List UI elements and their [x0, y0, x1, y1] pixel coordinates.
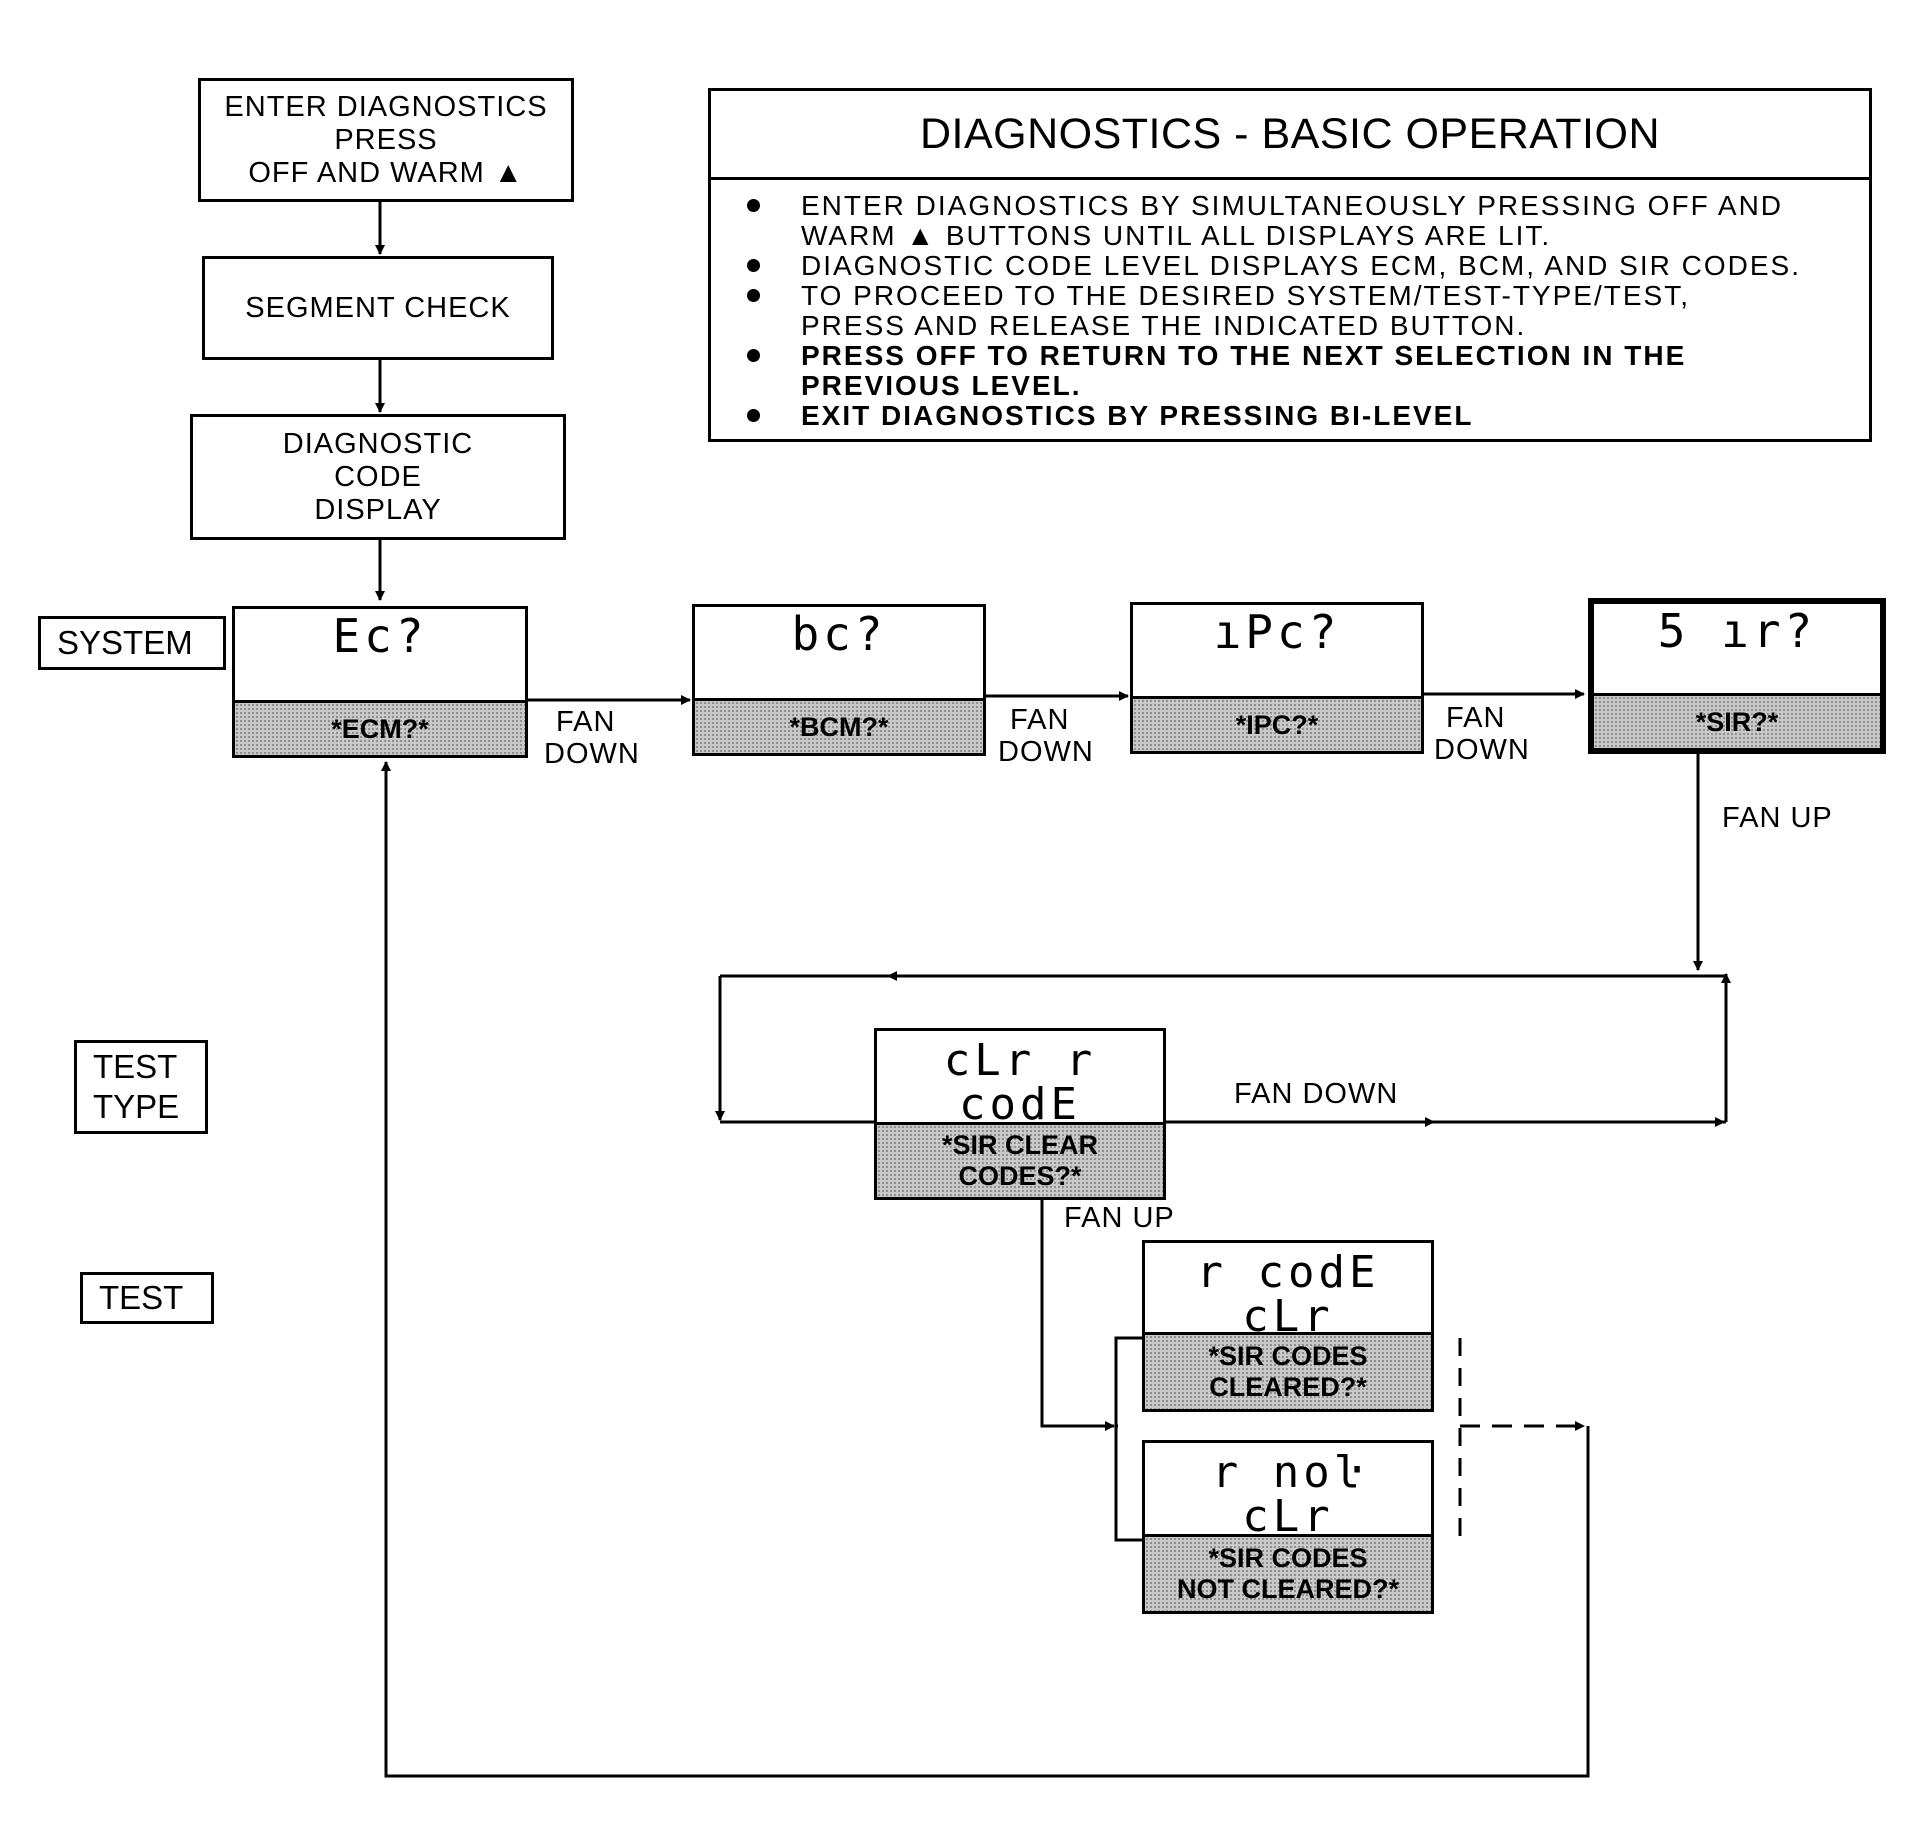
bullet-line: PRESS AND RELEASE THE INDICATED BUTTON. — [801, 310, 1527, 341]
display-codes-cleared-caption-2: CLEARED?* — [1209, 1372, 1367, 1402]
display-codes-not-cleared-caption-2: NOT CLEARED?* — [1177, 1574, 1399, 1604]
display-sir-caption: *SIR?* — [1695, 706, 1779, 737]
bullet-item: EXIT DIAGNOSTICS BY PRESSING BI-LEVEL — [741, 401, 1849, 431]
label-bcm-fan: FAN — [1010, 704, 1070, 736]
bullet-dot-icon — [747, 199, 760, 212]
bullet-line: PRESS OFF TO RETURN TO THE NEXT SELECTIO… — [801, 340, 1687, 371]
bullet-line: ENTER DIAGNOSTICS BY SIMULTANEOUSLY PRES… — [801, 190, 1784, 221]
system-label: SYSTEM — [57, 624, 193, 661]
diag-code-line-3: DISPLAY — [314, 493, 442, 526]
display-ipc-caption-area: *IPC?* — [1133, 696, 1421, 751]
label-ipc-fan: FAN — [1446, 702, 1506, 734]
display-ipc: ıPc? *IPC?* — [1130, 602, 1424, 754]
level-label-test: TEST — [80, 1272, 214, 1324]
display-sir-clear-segment-1: cLr r — [943, 1035, 1097, 1086]
label-clear-fan-up: FAN UP — [1064, 1202, 1175, 1234]
label-sir-fan-up: FAN UP — [1722, 802, 1833, 834]
display-ipc-segment: ıPc? — [1213, 605, 1341, 659]
display-codes-not-cleared-caption-area: *SIR CODES NOT CLEARED?* — [1145, 1534, 1431, 1611]
segment-check-label: SEGMENT CHECK — [245, 291, 511, 324]
enter-line-3: OFF AND WARM ▲ — [248, 156, 524, 189]
label-ipc-down: DOWN — [1434, 734, 1530, 766]
basic-operation-bullets: ENTER DIAGNOSTICS BY SIMULTANEOUSLY PRES… — [741, 191, 1849, 431]
test-type-line-2: TYPE — [93, 1088, 180, 1125]
display-sir-clear-codes: cLr r codE *SIR CLEAR CODES?* — [874, 1028, 1166, 1200]
display-sir-clear-segment-2: codE — [959, 1079, 1081, 1130]
display-codes-not-cleared-segment-2: cLr — [1242, 1491, 1334, 1542]
enter-line-1: ENTER DIAGNOSTICS — [224, 90, 548, 123]
enter-line-2: PRESS — [334, 123, 438, 156]
display-codes-not-cleared-caption-1: *SIR CODES — [1208, 1543, 1368, 1573]
arrow-clear-fan-up — [1040, 1200, 1115, 1431]
display-codes-cleared-caption-1: *SIR CODES — [1208, 1341, 1368, 1371]
basic-operation-title: DIAGNOSTICS - BASIC OPERATION — [711, 91, 1869, 180]
display-sir-caption-area: *SIR?* — [1594, 693, 1880, 748]
label-ecm-down: DOWN — [544, 738, 640, 770]
bullet-line: PREVIOUS LEVEL. — [801, 370, 1082, 401]
bullet-dot-icon — [747, 289, 760, 302]
display-codes-not-cleared: r noŀ cLr *SIR CODES NOT CLEARED?* — [1142, 1440, 1434, 1614]
display-ipc-caption: *IPC?* — [1235, 709, 1319, 740]
bullet-line: DIAGNOSTIC CODE LEVEL DISPLAYS ECM, BCM,… — [801, 250, 1801, 281]
bullet-dot-icon — [747, 259, 760, 272]
bullet-dot-icon — [747, 409, 760, 422]
bullet-item: ENTER DIAGNOSTICS BY SIMULTANEOUSLY PRES… — [741, 191, 1849, 251]
test-type-line-1: TEST — [93, 1048, 178, 1085]
return-loop — [381, 761, 1590, 1778]
display-sir-clear-caption-1: *SIR CLEAR — [941, 1130, 1098, 1160]
basic-operation-panel: DIAGNOSTICS - BASIC OPERATION ENTER DIAG… — [708, 88, 1872, 442]
bullet-line: TO PROCEED TO THE DESIRED SYSTEM/TEST-TY… — [801, 280, 1690, 311]
display-sir-segment: 5 ır? — [1657, 604, 1817, 658]
bullet-item: DIAGNOSTIC CODE LEVEL DISPLAYS ECM, BCM,… — [741, 251, 1849, 281]
display-bcm: bc? *BCM?* — [692, 604, 986, 756]
display-bcm-segment: bc? — [791, 607, 887, 661]
test-label: TEST — [99, 1279, 184, 1316]
diagnostic-code-display-box: DIAGNOSTIC CODE DISPLAY — [190, 414, 566, 540]
display-sir: 5 ır? *SIR?* — [1588, 598, 1886, 754]
level-label-test-type: TEST TYPE — [74, 1040, 208, 1134]
display-bcm-caption-area: *BCM?* — [695, 698, 983, 753]
display-sir-clear-caption-area: *SIR CLEAR CODES?* — [877, 1122, 1163, 1197]
label-fan-down: FAN DOWN — [1234, 1078, 1399, 1110]
enter-diagnostics-box: ENTER DIAGNOSTICS PRESS OFF AND WARM ▲ — [198, 78, 574, 202]
bullet-item: PRESS OFF TO RETURN TO THE NEXT SELECTIO… — [741, 341, 1849, 401]
diag-code-line-1: DIAGNOSTIC — [282, 427, 474, 460]
display-ecm-caption-area: *ECM?* — [235, 700, 525, 755]
segment-check-box: SEGMENT CHECK — [202, 256, 554, 360]
display-codes-cleared-segment-1: r codE — [1196, 1247, 1380, 1298]
display-ecm-caption: *ECM?* — [331, 713, 429, 744]
display-ecm: Ec? *ECM?* — [232, 606, 528, 758]
diag-code-line-2: CODE — [334, 460, 422, 493]
display-codes-cleared: r codE cLr *SIR CODES CLEARED?* — [1142, 1240, 1434, 1412]
level-label-system: SYSTEM — [38, 616, 226, 670]
display-sir-clear-caption-2: CODES?* — [958, 1161, 1082, 1191]
display-bcm-caption: *BCM?* — [789, 711, 889, 742]
label-bcm-down: DOWN — [998, 736, 1094, 768]
display-codes-cleared-segment-2: cLr — [1242, 1291, 1334, 1342]
display-codes-cleared-caption-area: *SIR CODES CLEARED?* — [1145, 1332, 1431, 1409]
results-bracket — [1114, 1336, 1142, 1542]
label-ecm-fan: FAN — [556, 706, 616, 738]
bullet-line: EXIT DIAGNOSTICS BY PRESSING BI-LEVEL — [801, 400, 1474, 431]
bullet-item: TO PROCEED TO THE DESIRED SYSTEM/TEST-TY… — [741, 281, 1849, 341]
bullet-dot-icon — [747, 349, 760, 362]
display-ecm-segment: Ec? — [332, 609, 428, 663]
bullet-line: WARM ▲ BUTTONS UNTIL ALL DISPLAYS ARE LI… — [801, 220, 1552, 251]
display-codes-not-cleared-segment-1: r noŀ — [1211, 1447, 1365, 1498]
